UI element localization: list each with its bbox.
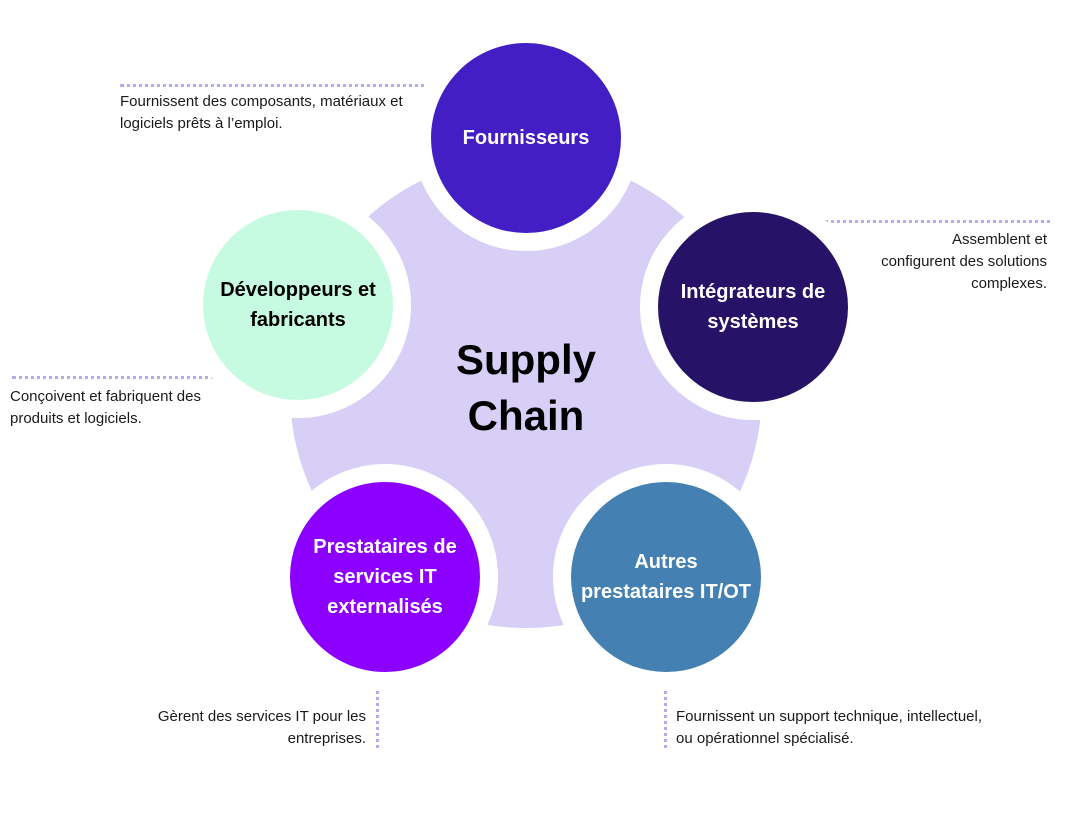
node-label: Fournisseurs	[462, 127, 590, 149]
node-fournisseurs: Fournisseurs	[413, 25, 639, 251]
node-label: Autres prestataires IT/OT	[580, 551, 752, 603]
leader-line-autres	[664, 674, 667, 748]
leader-line-developpeurs	[12, 376, 234, 379]
description-autres: Fournissent un support technique, intell…	[676, 708, 983, 747]
center-title-line-2: Chain	[467, 392, 585, 439]
leader-line-prestataires	[376, 674, 379, 748]
center-title-line-1: Supply	[455, 336, 596, 383]
node-label: Intégrateurs de systèmes	[680, 281, 826, 333]
description-integrateurs: Assemblent et configurent des solutions …	[881, 231, 1047, 292]
node-developpeurs: Développeurs et fabricants	[185, 192, 411, 418]
leader-line-integrateurs	[800, 220, 1050, 223]
node-label: Prestataires de services IT externalisés	[313, 536, 457, 618]
description-developpeurs: Conçoivent et fabriquent des produits et…	[10, 388, 201, 427]
description-prestataires: Gèrent des services IT pour les entrepri…	[157, 708, 366, 747]
leader-line-fournisseurs	[120, 84, 450, 87]
node-prestataires: Prestataires de services IT externalisés	[272, 464, 498, 690]
description-fournisseurs: Fournissent des composants, matériaux et…	[120, 93, 403, 132]
center-title: Supply Chain	[426, 332, 626, 444]
node-autres: Autres prestataires IT/OT	[553, 464, 779, 690]
node-label: Développeurs et fabricants	[220, 279, 376, 331]
node-integrateurs: Intégrateurs de systèmes	[640, 194, 866, 420]
